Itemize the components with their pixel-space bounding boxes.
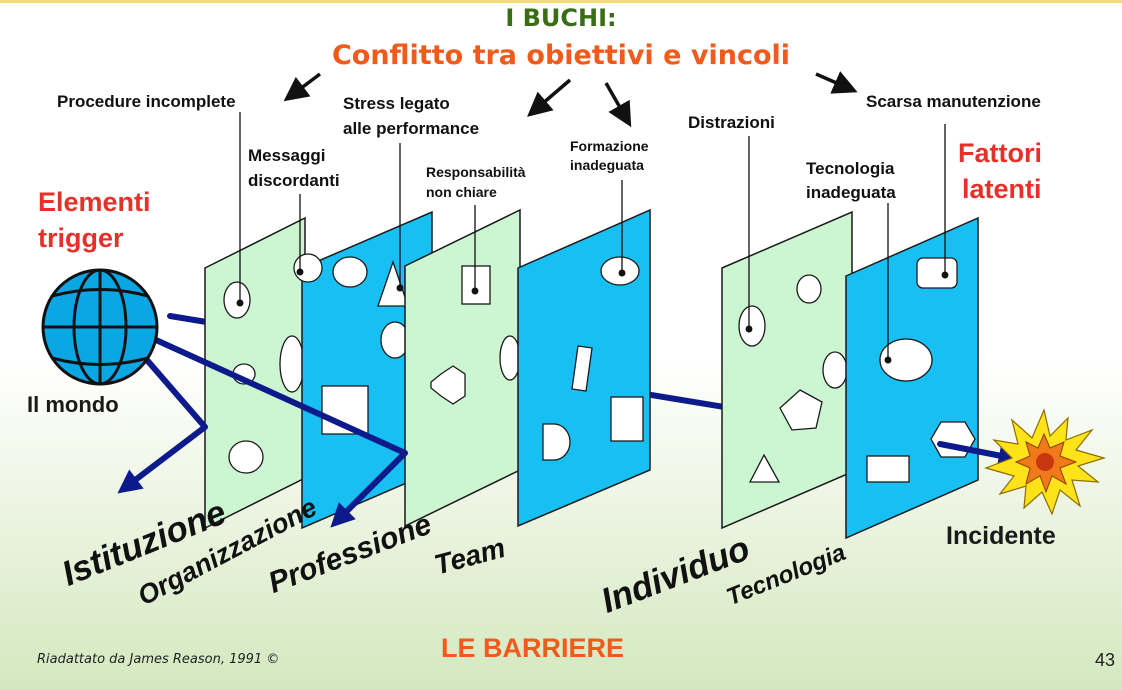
label-messaggi-line-1: Messaggi [248,146,326,165]
hole [430,365,466,405]
top-accent-bar [0,0,1122,3]
hole [279,335,305,393]
barrier-individuo [721,210,853,530]
hole [228,440,264,474]
barrier-professione [404,208,521,528]
label-fattori: Fattori [958,138,1042,168]
hole [542,423,571,461]
hole [571,345,593,392]
title-line-2: Conflitto tra obiettivi e vincoli [331,40,791,71]
label-stress-line-1: Stress legato [343,94,450,113]
globe-icon [41,268,159,386]
barrier-tecnologia [845,216,979,540]
hole [822,351,848,389]
hole [879,338,933,382]
label-responsabilita-line-1: Responsabilità [426,164,526,180]
title-arrows [283,71,858,128]
label-formazione-line-2: inadeguata [570,157,644,173]
hole [738,305,766,347]
hole [293,253,323,283]
label-formazione-line-1: Formazione [570,138,649,154]
hole [866,455,910,483]
hole [748,453,781,483]
label-messaggi-line-2: discordanti [248,171,340,190]
hole [461,265,491,305]
hole [779,389,823,431]
label-elementi: Elementi [38,187,151,217]
label-incidente: Incidente [946,522,1056,550]
label-scarsa-manutenzione: Scarsa manutenzione [866,92,1041,111]
label-trigger: trigger [38,223,124,253]
hole [332,256,368,288]
hole [916,257,958,289]
label-distrazioni: Distrazioni [688,113,775,132]
barrier-istituzione [204,216,306,530]
label-stress-line-2: alle performance [343,119,480,138]
hole [223,281,251,319]
hole [610,396,644,442]
explosion-icon [984,408,1107,516]
label-tecnologia-line-2: inadeguata [806,183,896,202]
label-latenti: latenti [962,174,1042,204]
title-line-1: I BUCHI: [505,4,617,32]
hazard-trajectories [117,327,1023,528]
barrier-team [517,208,651,528]
hole [796,274,822,304]
page-number: 43 [1095,650,1116,670]
le-barriere-label: LE BARRIERE [441,633,625,663]
credit-text: Riadattato da James Reason, 1991 © [37,652,280,667]
label-il-mondo: Il mondo [27,392,119,417]
label-procedure-incomplete: Procedure incomplete [57,92,236,111]
hole [499,335,521,381]
label-pointers [236,112,949,364]
label-tecnologia-line-1: Tecnologia [806,159,895,178]
label-responsabilita-line-2: non chiare [426,184,497,200]
